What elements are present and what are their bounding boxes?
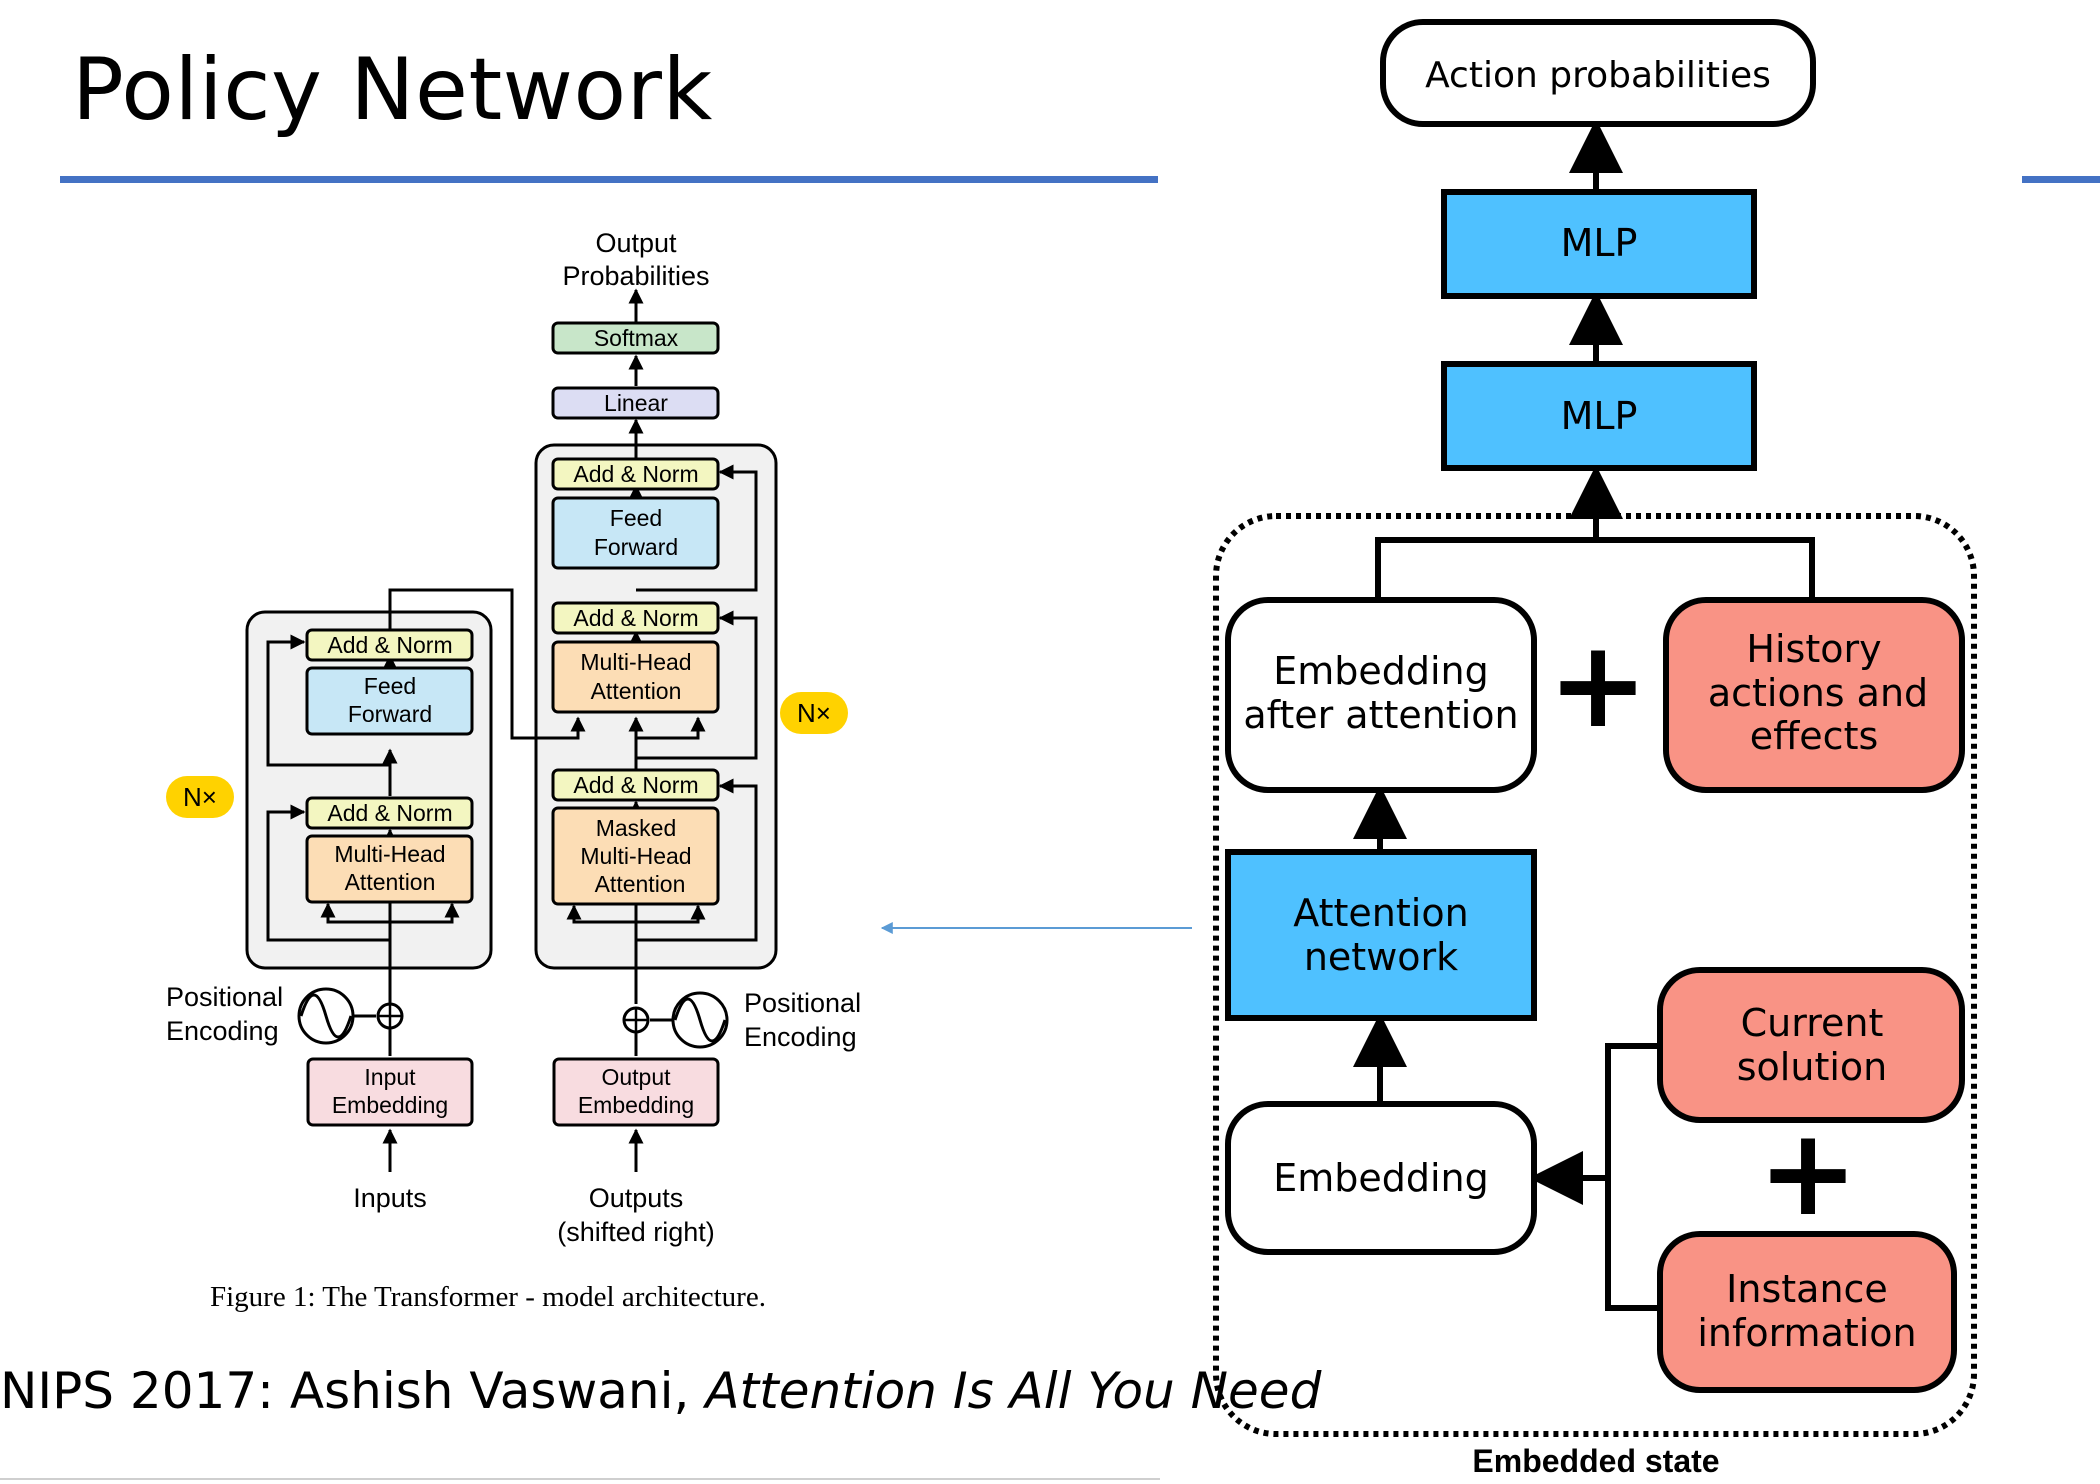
- attention-network-box: [1225, 849, 1537, 1021]
- output-embedding-label-1: Output: [601, 1064, 671, 1090]
- attention-network-label-2: network: [1304, 935, 1458, 979]
- plus-sign-top: +: [1548, 616, 1649, 755]
- mlp-box-top: [1441, 189, 1757, 299]
- input-embedding-label-2: Embedding: [332, 1092, 448, 1118]
- encoder-multi-head-attention: [305, 834, 474, 904]
- title-underline: [60, 176, 1158, 183]
- instance-information-label-1: Instance: [1726, 1267, 1888, 1311]
- current-solution-label-1: Current: [1741, 1001, 1884, 1045]
- encoder-add-norm-bottom-label: Add & Norm: [327, 800, 452, 826]
- policy-network-diagram: Action probabilities MLP MLP Embedding a…: [1213, 19, 1977, 1479]
- decoder-sine-icon: [671, 991, 729, 1049]
- current-solution-label-2: solution: [1737, 1045, 1887, 1089]
- decoder-multi-head-label-1: Multi-Head: [580, 649, 691, 675]
- instance-information-label-2: information: [1697, 1311, 1916, 1355]
- mlp-bottom-label: MLP: [1561, 394, 1638, 438]
- encoder-nx-badge: [166, 776, 234, 818]
- decoder-add-icon: [622, 1006, 650, 1034]
- encoder-add-norm-top: [305, 628, 474, 662]
- action-probabilities-box: [1380, 19, 1816, 127]
- policy-connectors: [1353, 119, 1815, 1311]
- attention-network-label-1: Attention: [1293, 891, 1468, 935]
- citation-paper-title: Attention Is All You Need: [705, 1362, 1322, 1420]
- citation: NIPS 2017: Ashish Vaswani, Attention Is …: [0, 1362, 1321, 1420]
- encoder-add-norm-top-label: Add & Norm: [327, 632, 452, 658]
- encoder-sine-icon: [297, 987, 355, 1045]
- embedding-label: Embedding: [1273, 1156, 1489, 1200]
- history-label-2: actions and: [1708, 671, 1928, 715]
- output-embedding-label-2: Embedding: [578, 1092, 694, 1118]
- decoder-positional-label-1: Positional: [744, 988, 861, 1018]
- encoder-multi-head-label-2: Attention: [345, 869, 436, 895]
- decoder-add-norm-middle-label: Add & Norm: [573, 605, 698, 631]
- title-underline-right: [2022, 176, 2100, 183]
- history-label-3: effects: [1750, 714, 1879, 758]
- output-embedding: [552, 1057, 720, 1127]
- encoder-add-norm-bottom: [305, 796, 474, 830]
- footer-rule: [0, 1478, 1160, 1480]
- decoder-linear: [551, 386, 720, 420]
- encoder-multi-head-label-1: Multi-Head: [334, 841, 445, 867]
- decoder-softmax: [551, 321, 720, 355]
- history-actions-box: [1663, 597, 1965, 793]
- decoder-add-norm-bottom: [551, 768, 720, 802]
- decoder-linear-label: Linear: [604, 390, 668, 416]
- plus-sign-bottom: +: [1758, 1104, 1859, 1243]
- output-probabilities-label-1: Output: [595, 228, 677, 258]
- decoder-add-norm-bottom-label: Add & Norm: [573, 772, 698, 798]
- decoder-feed-forward-label-1: Feed: [610, 505, 662, 531]
- input-embedding: [306, 1057, 474, 1127]
- history-label-1: History: [1746, 627, 1881, 671]
- slide-title: Policy Network: [72, 40, 713, 140]
- decoder-add-norm-top-label: Add & Norm: [573, 461, 698, 487]
- decoder-multi-head-label-2: Attention: [591, 678, 682, 704]
- decoder-positional-label-2: Encoding: [744, 1022, 857, 1052]
- encoder-feed-forward-label-2: Forward: [348, 701, 432, 727]
- encoder-feed-forward-label-1: Feed: [364, 673, 416, 699]
- current-solution-box: [1657, 967, 1965, 1123]
- decoder-nx-label: N×: [797, 698, 831, 728]
- transformer-diagram: Add & Norm Feed Forward Add & Norm Multi…: [166, 228, 861, 1313]
- decoder-add-norm-top: [551, 457, 720, 491]
- instance-information-box: [1657, 1231, 1957, 1393]
- mlp-top-label: MLP: [1561, 221, 1638, 265]
- decoder-masked-label-1: Masked: [596, 815, 677, 841]
- embedding-after-attention-label-2: after attention: [1243, 693, 1518, 737]
- encoder-positional-label-2: Encoding: [166, 1016, 279, 1046]
- embedded-state-container: [1213, 513, 1977, 1437]
- encoder-add-icon: [376, 1002, 404, 1030]
- input-embedding-label-1: Input: [364, 1064, 416, 1090]
- decoder-masked-attention: [551, 806, 720, 906]
- decoder-add-norm-middle: [551, 601, 720, 635]
- outputs-label-2: (shifted right): [557, 1217, 715, 1247]
- decoder-feed-forward: [551, 496, 720, 570]
- inputs-label: Inputs: [353, 1183, 427, 1213]
- decoder-feed-forward-label-2: Forward: [594, 534, 678, 560]
- decoder-softmax-label: Softmax: [594, 325, 679, 351]
- encoder-positional-label-1: Positional: [166, 982, 283, 1012]
- embedding-after-attention-box: [1225, 597, 1537, 793]
- encoder-feed-forward: [305, 666, 474, 736]
- embedded-state-label: Embedded state: [1472, 1443, 1719, 1479]
- mlp-box-bottom: [1441, 361, 1757, 471]
- encoder-block: [245, 610, 493, 970]
- encoder-nx-label: N×: [183, 782, 217, 812]
- action-probabilities-label: Action probabilities: [1425, 55, 1771, 96]
- output-probabilities-label-2: Probabilities: [562, 261, 709, 291]
- decoder-multi-head-attention: [551, 640, 720, 714]
- embedding-after-attention-label-1: Embedding: [1273, 649, 1489, 693]
- citation-prefix: NIPS 2017: Ashish Vaswani,: [0, 1362, 706, 1420]
- decoder-masked-label-3: Attention: [595, 871, 686, 897]
- decoder-nx-badge: [780, 692, 848, 734]
- decoder-masked-label-2: Multi-Head: [580, 843, 691, 869]
- outputs-label-1: Outputs: [589, 1183, 684, 1213]
- embedding-box: [1225, 1101, 1537, 1255]
- figure-caption: Figure 1: The Transformer - model archit…: [210, 1281, 766, 1313]
